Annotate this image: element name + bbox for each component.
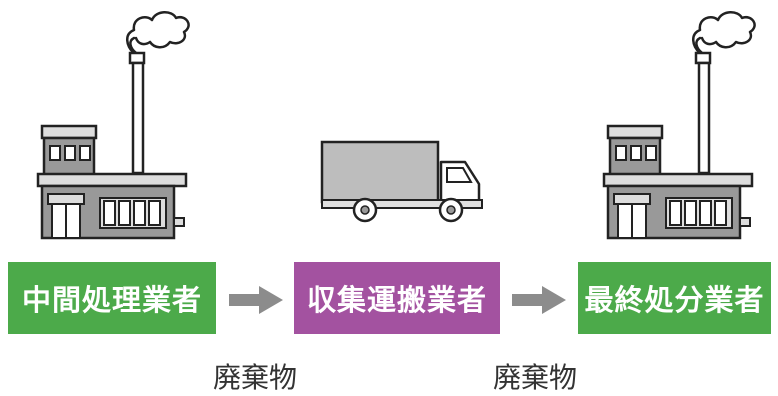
- factory-icon: [602, 11, 756, 240]
- node-final-disposal: 最終処分業者: [578, 262, 771, 334]
- factory-icon: [36, 11, 190, 240]
- arrow-right-icon: [229, 286, 283, 314]
- node-intermediate-processor: 中間処理業者: [8, 262, 216, 334]
- node-collection-transporter: 収集運搬業者: [294, 262, 500, 334]
- edge-label: 廃棄物: [493, 361, 578, 394]
- truck-icon: [320, 140, 483, 223]
- edge-label: 廃棄物: [213, 361, 298, 394]
- arrow-right-icon: [512, 286, 566, 314]
